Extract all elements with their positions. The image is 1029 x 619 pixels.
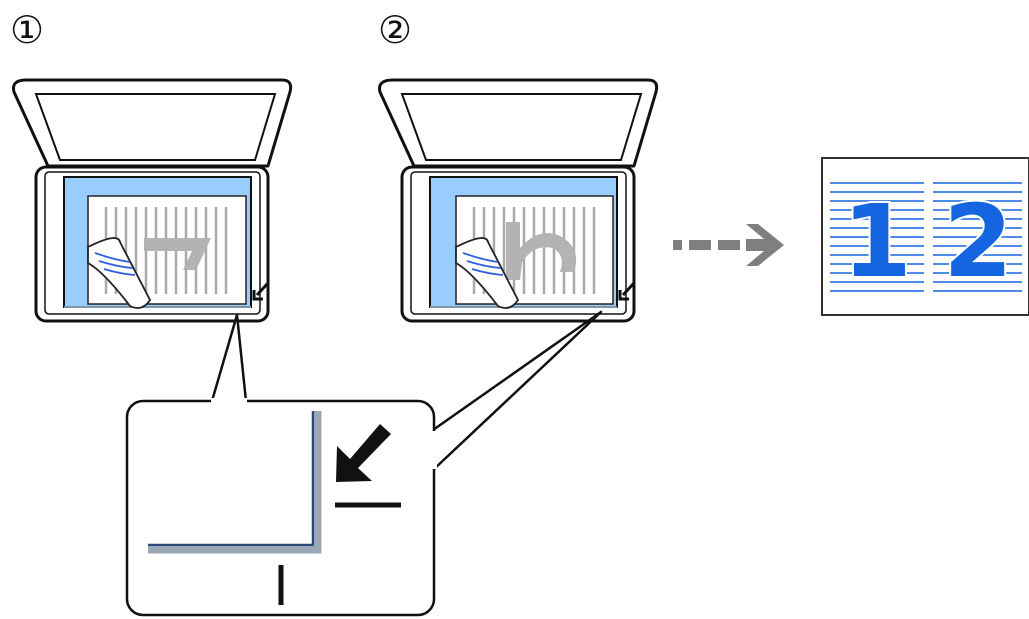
scanner-1-document <box>87 195 247 309</box>
scanner-1-illustration <box>12 78 293 323</box>
scanner-2-illustration <box>378 78 659 323</box>
result-page-1-number: 1 <box>842 183 912 300</box>
step-2-label: ② <box>378 8 413 52</box>
dashed-right-arrow-icon <box>673 224 784 266</box>
scanner-2-lid-inner <box>400 93 643 161</box>
corner-detail-callout <box>125 310 603 617</box>
magnified-corner-arrow-icon <box>335 424 401 508</box>
result-page-2-number: 2 <box>943 183 1013 300</box>
magnified-document-edge <box>148 411 322 554</box>
step-1-label: ① <box>10 8 45 52</box>
result-2-up-page: 1 2 <box>821 157 1029 316</box>
scanner-1-corner-mark-icon <box>252 281 270 301</box>
callout-pointer-1 <box>210 313 248 402</box>
scanner-2-document <box>455 195 614 309</box>
callout-pointer-2 <box>432 310 603 471</box>
scanner-1-lid-inner <box>34 93 277 161</box>
scanner-2-corner-mark-icon <box>618 281 636 301</box>
